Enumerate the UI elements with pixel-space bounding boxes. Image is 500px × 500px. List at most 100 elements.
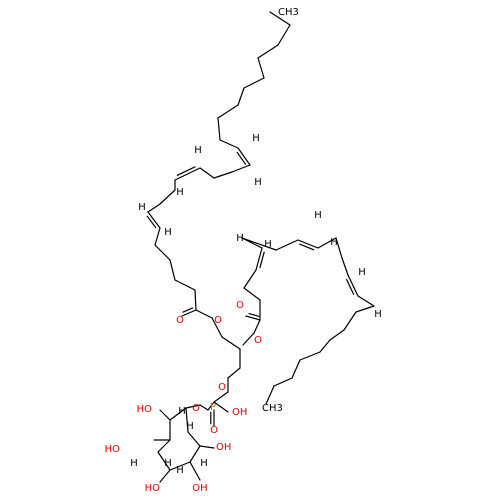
inositol-ring: [187, 431, 201, 447]
ring-hydroxyl-label: OH: [192, 483, 207, 494]
ring-hydrogen-label: H: [164, 458, 172, 469]
inositol-ring: [157, 439, 171, 453]
acyl-chain-1: [231, 164, 251, 173]
cis-double-bond: [147, 211, 161, 229]
cis-double-bond: [236, 151, 247, 165]
bond-lines: [146, 11, 375, 483]
acyl-chain-2: [243, 287, 261, 301]
ring-oh-bond: [189, 461, 201, 481]
ring-hydrogen-label: H: [200, 458, 208, 469]
acyl-chain-1-tail: [257, 57, 265, 79]
acyl-chain-1: [199, 167, 215, 179]
carbonyl-double-bond: [182, 307, 194, 313]
acyl-chain-2-tail: [273, 377, 293, 387]
o-to-p: [213, 391, 229, 403]
methyl-label-top: CH3: [278, 7, 299, 18]
cis-double-bond: [347, 274, 359, 297]
acyl-chain-2: [317, 237, 337, 249]
glycerol-backbone: [221, 336, 241, 350]
acyl-chain-1: [194, 289, 197, 311]
cis-double-bond: [146, 215, 157, 229]
hydrogen-label: H: [374, 309, 382, 320]
carbonyl-double-bond: [181, 309, 197, 317]
inositol-ring: [169, 407, 187, 421]
carbonyl-double-bond: [245, 315, 261, 321]
cis-double-bond: [176, 166, 196, 176]
ring-oh-bond: [159, 409, 171, 421]
inositol-ring: [169, 461, 191, 471]
ring-hydroxyl-label: HO: [145, 483, 161, 494]
glycerol-backbone: [227, 367, 241, 379]
acyl-chain-1: [174, 279, 196, 291]
cis-double-bond: [237, 147, 251, 166]
acyl-chain-2: [335, 237, 343, 259]
cis-double-bond: [259, 251, 265, 269]
glycerol-backbone: [211, 317, 223, 338]
acyl-chain-1-tail: [217, 117, 221, 141]
ring-oh-bond: [199, 445, 215, 449]
acyl-chain-2: [275, 239, 299, 251]
ester-2-link: [242, 332, 255, 346]
acyl-chain-1: [154, 227, 161, 246]
acyl-chain-1-tail: [217, 104, 239, 119]
carbonyl-double-bond: [248, 312, 260, 317]
phosphate-oxo-label: O: [210, 425, 218, 436]
glycerol-backbone: [195, 309, 213, 319]
ring-hydrogen-label: H: [186, 421, 194, 432]
acyl-chain-1-tail: [243, 77, 265, 89]
p-to-oh: [213, 401, 229, 413]
acyl-chain-1: [159, 189, 176, 205]
hydrogen-label: H: [330, 237, 338, 248]
acyl-chain-2-tail: [355, 305, 375, 313]
inositol-ring: [185, 407, 189, 433]
ring-hydroxyl-label: HO: [137, 404, 153, 415]
acyl-chain-2-tail: [291, 359, 301, 379]
p-to-o-left: [199, 404, 209, 411]
hydrogen-label: H: [314, 210, 322, 221]
methyl-label-bottom: CH3: [262, 403, 283, 414]
acyl-chain-2-tail: [329, 329, 345, 341]
cis-double-bond: [255, 247, 263, 271]
hydrogen-label: H: [358, 267, 366, 278]
cis-double-bond: [297, 239, 319, 249]
ring-hydroxyl-label: OH: [216, 442, 231, 453]
phosphorus-label: P: [210, 402, 216, 413]
cis-double-bond: [346, 278, 355, 295]
hydrogen-label: H: [252, 133, 260, 144]
carbonyl-oxygen-label: O: [176, 315, 184, 326]
ester-2-link: [253, 319, 261, 334]
hydrogen-label: H: [194, 145, 202, 156]
ring-hydrogen-label: H: [130, 458, 138, 469]
acyl-chain-1-tail: [277, 24, 291, 46]
p-to-o-left: [207, 401, 215, 411]
hydrogen-label: H: [264, 239, 272, 250]
acyl-chain-2-tail: [319, 339, 331, 353]
acyl-chain-2: [243, 269, 257, 289]
acyl-chain-1-tail: [219, 139, 239, 149]
ring-hydroxyl-label: HO: [105, 444, 121, 455]
acyl-chain-1: [169, 259, 176, 281]
acyl-chain-2-tail: [357, 295, 375, 307]
ring-hydrogen-label: H: [176, 465, 184, 476]
acyl-chain-1: [147, 203, 161, 213]
cis-double-bond: [174, 167, 201, 181]
hydrogen-label: H: [138, 202, 146, 213]
hydrogen-label: H: [236, 233, 244, 244]
carbonyl-oxygen-label: O: [236, 300, 244, 311]
acyl-chain-2: [241, 237, 277, 251]
ring-to-o: [185, 404, 201, 409]
acyl-chain-2-tail: [265, 385, 275, 405]
ester-oxygen-label: O: [214, 315, 222, 326]
phosphate-hydroxyl-label: OH: [232, 407, 247, 418]
hydrogen-label: H: [164, 227, 172, 238]
inositol-ring: [157, 451, 171, 471]
acyl-chain-1-tail: [257, 44, 279, 59]
glycerol-oxygen-label: O: [218, 382, 226, 393]
acyl-chain-1: [154, 244, 171, 261]
acyl-chain-1-tail: [237, 87, 245, 106]
acyl-chain-2-tail: [299, 351, 321, 361]
ring-oh-bond: [159, 469, 171, 483]
hydrogen-label: H: [254, 177, 262, 188]
